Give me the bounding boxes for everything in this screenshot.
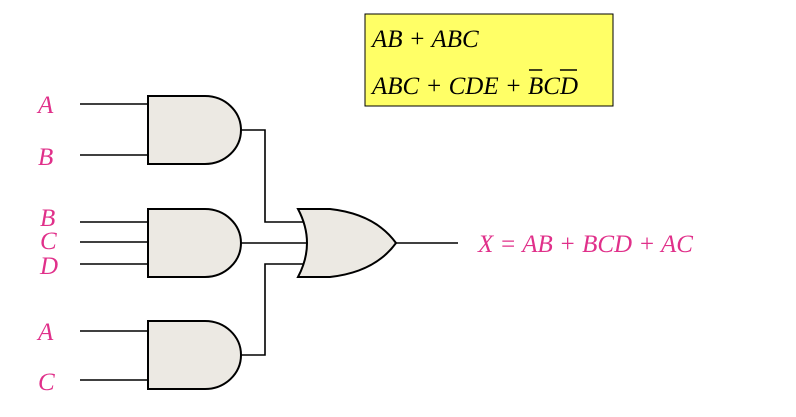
- wire-g3-to-or: [241, 263, 308, 356]
- and-gate-1: [147, 95, 242, 165]
- input-label-g2-c: C: [40, 228, 57, 255]
- complement-b: B: [528, 73, 543, 100]
- highlight-line-2: ABC + CDE + BCD: [370, 73, 578, 100]
- input-label-g2-b: B: [40, 205, 55, 232]
- input-label-g1-a: A: [36, 92, 54, 119]
- input-label-g3-a: A: [36, 319, 54, 346]
- wire-g1-to-or: [241, 129, 308, 223]
- and-gate-2: [147, 208, 242, 278]
- input-label-g1-b: B: [38, 144, 53, 171]
- input-label-g2-d: D: [39, 253, 58, 280]
- and-gate-3: [147, 320, 242, 390]
- highlight-line-1: AB + ABC: [370, 26, 479, 53]
- or-gate: [296, 208, 398, 278]
- input-label-g3-c: C: [38, 369, 55, 396]
- highlight-box: [364, 13, 614, 107]
- output-expression: X = AB + BCD + AC: [477, 231, 693, 258]
- complement-d: D: [559, 73, 578, 100]
